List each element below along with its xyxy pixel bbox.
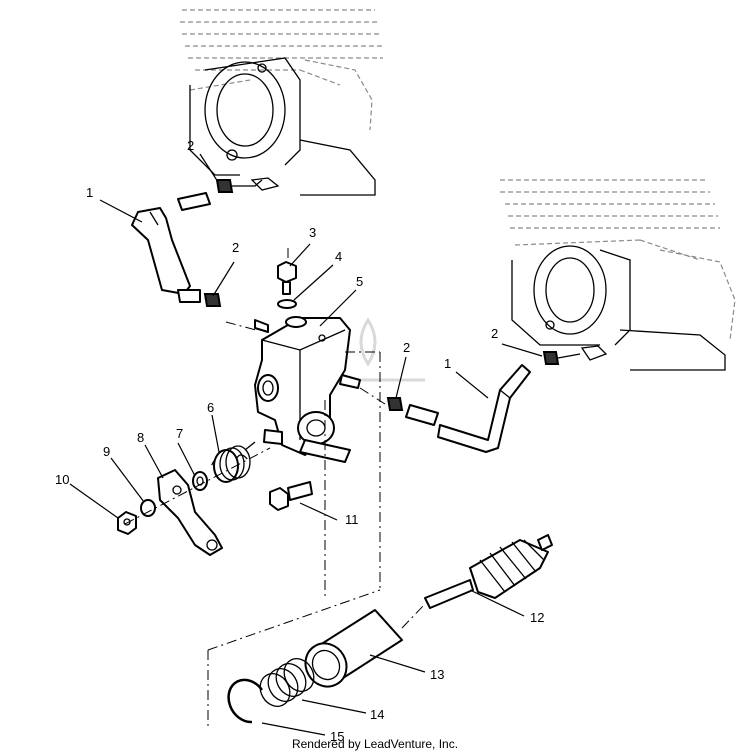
callout-11: 11 [345,512,359,527]
oil-pump-body [254,316,361,463]
hose-clamp-1 [215,179,263,193]
callout-1-right: 1 [444,356,451,371]
callout-7: 7 [176,426,183,441]
engine-cylinder-right [500,179,736,371]
oil-hose-right [405,364,531,453]
compression-spring [259,658,315,707]
callout-3: 3 [309,225,316,240]
watermark-logo [345,317,425,382]
callout-10: 10 [55,472,69,487]
callout-4: 4 [335,249,342,264]
callout-2-far-right: 2 [491,326,498,341]
callout-14: 14 [370,707,384,722]
hose-clamp-4 [542,351,581,365]
callout-1-left: 1 [86,185,93,200]
snap-ring [227,678,264,724]
callout-6: 6 [207,400,214,415]
drive-sleeve [304,609,403,688]
callout-9: 9 [103,444,110,459]
assembly-centerlines [124,248,426,730]
callout-2-top: 2 [187,138,194,153]
mounting-screw [269,481,313,511]
leader-lines [69,153,543,736]
hose-clamp-2 [203,293,222,307]
oil-hose-left [131,192,211,303]
flat-washer [192,471,208,491]
callout-2-right: 2 [403,340,410,355]
callout-labels: 1 2 2 3 4 5 2 2 1 6 7 8 9 10 11 12 13 14… [55,138,544,744]
callout-12: 12 [530,610,544,625]
sealing-washer [277,299,297,309]
render-credit: Rendered by LeadVenture, Inc. [291,737,459,751]
callout-2-mid: 2 [232,240,239,255]
hose-clamp-3 [386,397,404,411]
callout-5: 5 [356,274,363,289]
banjo-bolt [277,261,297,295]
pump-drive-gear [424,534,553,609]
engine-cylinder-top [180,9,383,196]
callout-13: 13 [430,667,444,682]
callout-8: 8 [137,430,144,445]
callout-15: 15 [330,729,344,744]
lock-washer [140,499,156,517]
control-lever [157,469,223,556]
